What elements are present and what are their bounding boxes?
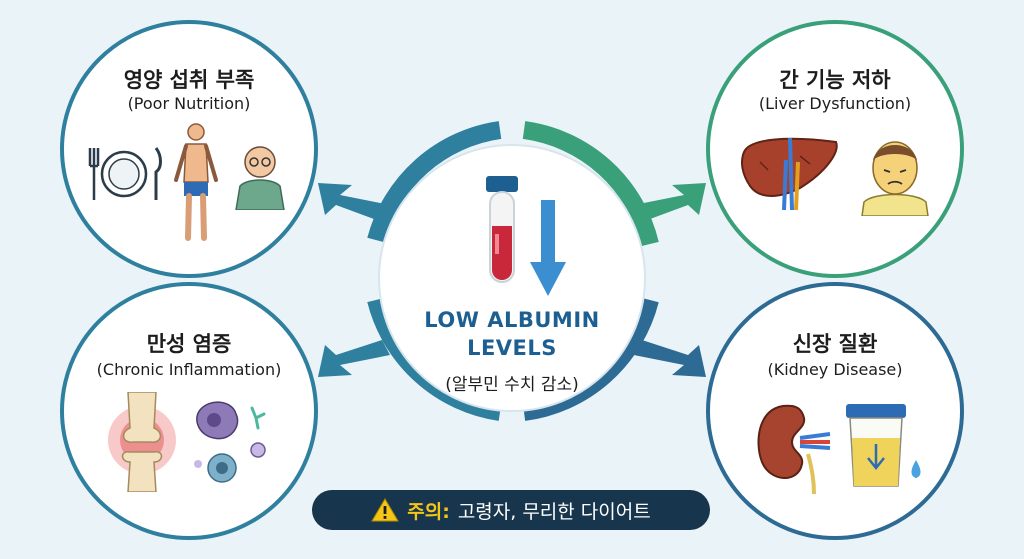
cause-chronic-inflammation: 만성 염증 (Chronic Inflammation) <box>60 282 318 540</box>
down-arrow-icon <box>530 200 566 296</box>
cause-kidney-disease: 신장 질환 (Kidney Disease) <box>706 282 964 540</box>
center-title-line1: LOW ALBUMIN <box>424 308 600 332</box>
cause-subtitle: (Chronic Inflammation) <box>96 360 282 379</box>
liver-icon <box>741 137 838 211</box>
tired-person-icon <box>861 141 929 216</box>
cause-poor-nutrition: 영양 섭취 부족 (Poor Nutrition) <box>60 20 318 278</box>
blood-tube-icon <box>486 176 518 283</box>
cause-subtitle: (Liver Dysfunction) <box>758 94 912 113</box>
arrow-bottom-left <box>318 340 390 377</box>
cause-title: 신장 질환 <box>792 332 878 356</box>
inflamed-joint-icon <box>108 392 176 492</box>
warning-banner: 주의: 고령자, 무리한 다이어트 <box>312 490 710 530</box>
warning-triangle-icon <box>371 498 400 522</box>
urine-sample-cup-icon <box>846 404 921 487</box>
arrow-top-left <box>318 183 390 222</box>
cause-subtitle: (Poor Nutrition) <box>127 94 251 113</box>
center-circle: LOW ALBUMIN LEVELS (알부민 수치 감소) <box>378 144 646 412</box>
center-title-line2: LEVELS <box>467 336 557 360</box>
fork-plate-knife-icon <box>88 147 162 200</box>
cause-liver-dysfunction: 간 기능 저하 (Liver Dysfunction) <box>706 20 964 278</box>
cause-title: 간 기능 저하 <box>779 68 891 92</box>
cause-subtitle: (Kidney Disease) <box>767 360 903 379</box>
warning-text: 고령자, 무리한 다이어트 <box>457 500 651 523</box>
kidney-icon <box>757 404 831 494</box>
warning-label: 주의: <box>407 500 450 523</box>
cause-title: 영양 섭취 부족 <box>123 68 255 92</box>
immune-cells-icon <box>194 401 266 483</box>
thin-body-icon <box>174 123 218 241</box>
arrow-bottom-right <box>634 340 706 377</box>
elderly-person-icon <box>235 146 285 210</box>
center-subtitle: (알부민 수치 감소) <box>445 375 579 395</box>
cause-title: 만성 염증 <box>146 332 232 356</box>
arrow-top-right <box>634 183 706 222</box>
